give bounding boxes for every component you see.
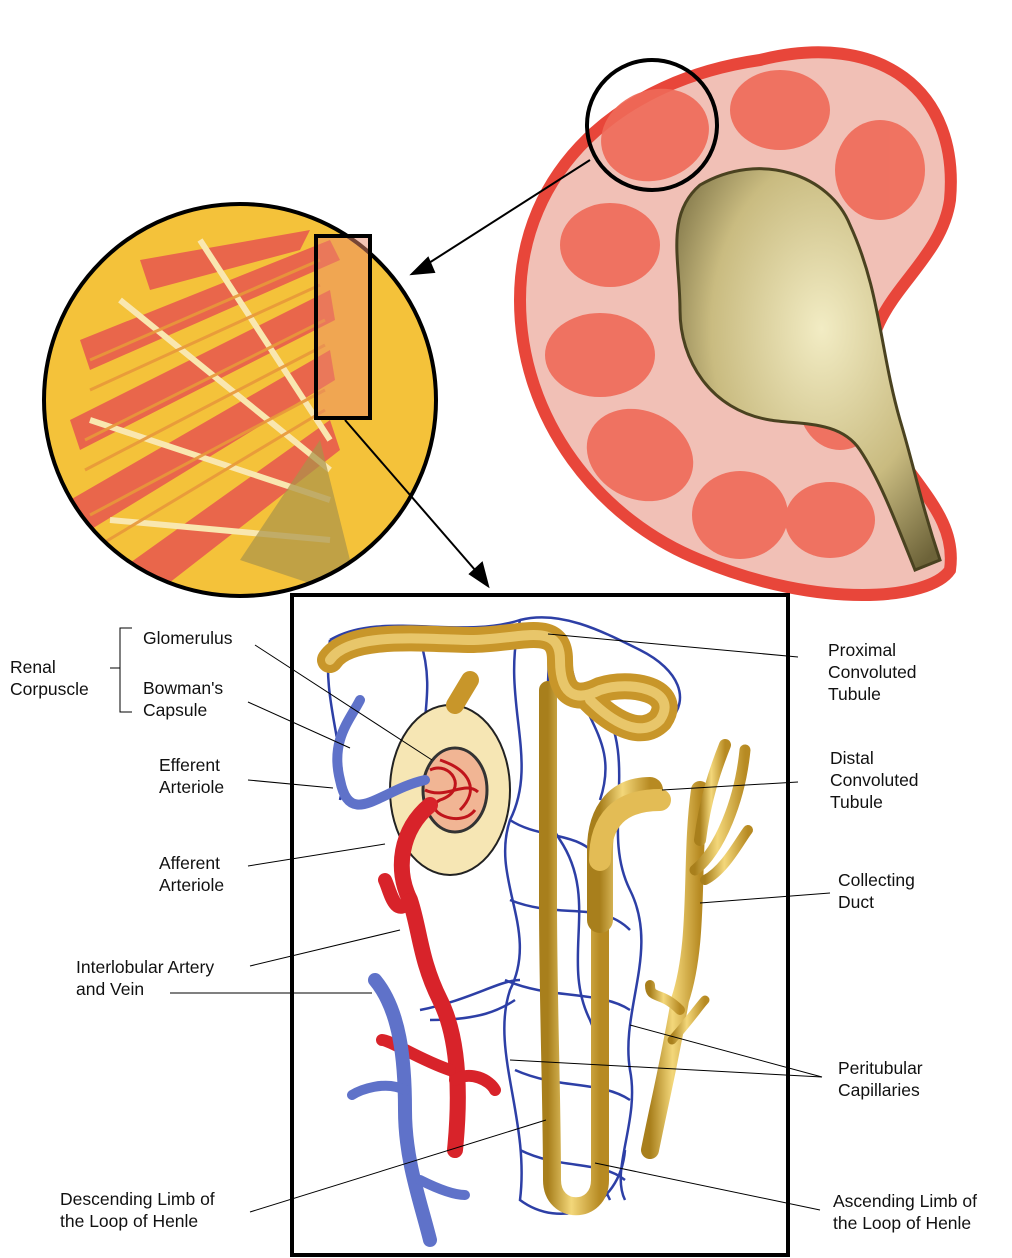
glomerulus: [423, 748, 487, 832]
zoom-rectangle: [316, 236, 370, 418]
cortex-zoom-circle: [40, 200, 440, 600]
kidney-cross-section: [520, 52, 951, 595]
label-glomerulus: Glomerulus: [143, 627, 232, 649]
